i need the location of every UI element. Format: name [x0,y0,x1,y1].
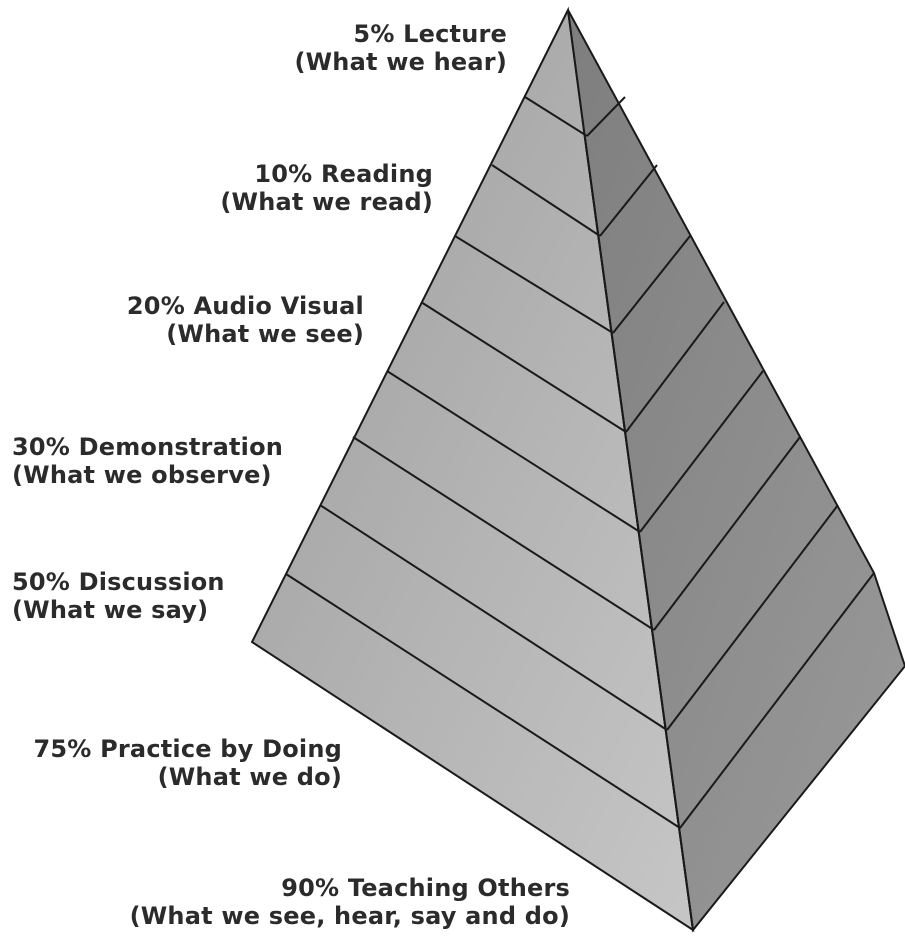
left-band-divider [524,96,588,137]
label-demonstration-description: (What we observe) [12,461,272,489]
label-practice-by-doing-title: 75% Practice by Doing [33,735,342,763]
pyramid-band-lines [285,96,875,829]
label-audio-visual-description: (What we see) [166,320,364,348]
left-band-divider [420,301,627,433]
label-lecture: 5% Lecture (What we hear) [240,20,507,76]
left-band-divider [352,436,655,631]
label-reading-title: 10% Reading [254,160,433,188]
label-demonstration: 30% Demonstration (What we observe) [12,433,312,489]
label-discussion-description: (What we say) [12,596,209,624]
left-band-divider [491,164,601,237]
label-teaching-others-title: 90% Teaching Others [281,874,570,902]
right-band-divider [639,370,764,533]
label-audio-visual: 20% Audio Visual (What we see) [100,292,364,348]
label-teaching-others: 90% Teaching Others (What we see, hear, … [100,874,570,930]
left-band-divider [454,235,614,334]
label-reading: 10% Reading (What we read) [150,160,433,216]
label-reading-description: (What we read) [220,188,433,216]
right-band-divider [625,301,725,433]
label-discussion: 50% Discussion (What we say) [12,568,252,624]
right-band-divider [653,436,801,631]
left-band-divider [386,370,641,533]
left-band-divider [285,573,681,829]
right-band-divider [612,235,691,334]
right-band-divider [599,164,658,237]
pyramid-right-face [567,9,905,933]
right-band-divider [679,572,875,829]
label-audio-visual-title: 20% Audio Visual [126,292,364,320]
label-discussion-title: 50% Discussion [12,568,225,596]
right-band-divider [666,504,839,731]
left-band-divider [319,504,668,731]
label-lecture-title: 5% Lecture [353,20,507,48]
pyramid-front-edge [584,137,694,931]
label-practice-by-doing: 75% Practice by Doing (What we do) [18,735,342,791]
label-practice-by-doing-description: (What we do) [157,763,342,791]
label-teaching-others-description: (What we see, hear, say and do) [129,902,570,930]
label-demonstration-title: 30% Demonstration [12,433,284,461]
right-band-divider [586,96,626,137]
label-lecture-description: (What we hear) [294,48,507,76]
